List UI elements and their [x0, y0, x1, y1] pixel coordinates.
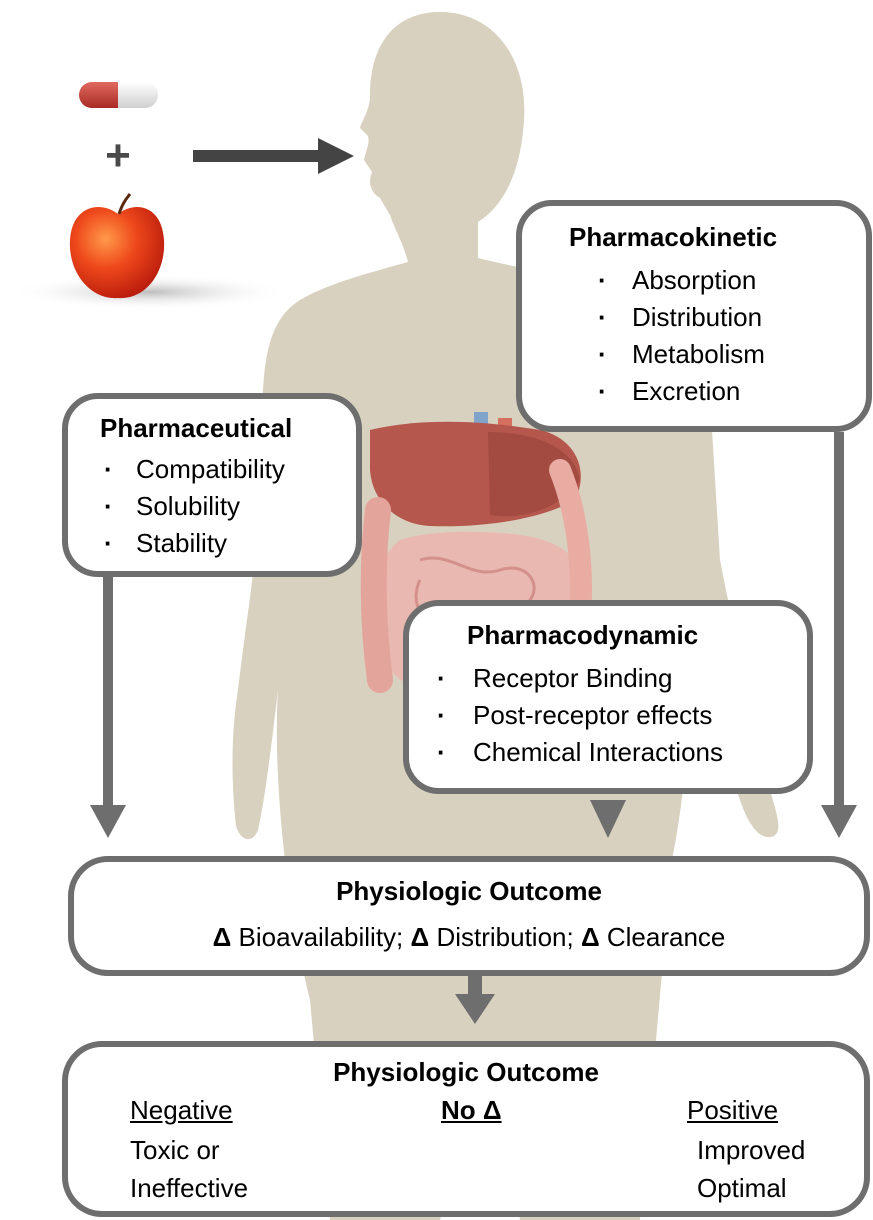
- pill-icon: [79, 82, 158, 108]
- pharmacodynamic-box: Pharmacodynamic Receptor Binding Post-re…: [403, 600, 813, 794]
- pharmacokinetic-connector: [834, 432, 844, 816]
- pharmacokinetic-arrowhead: [821, 805, 857, 838]
- negative-line: Toxic or: [130, 1131, 220, 1169]
- list-item: Chemical Interactions: [433, 734, 723, 771]
- change-clearance: Clearance: [607, 922, 726, 952]
- pharmacodynamic-list: Receptor Binding Post-receptor effects C…: [433, 660, 723, 771]
- positive-line: Optimal: [697, 1169, 787, 1207]
- pharmacokinetic-box: Pharmacokinetic Absorption Distribution …: [516, 200, 872, 432]
- final-outcome-title: Physiologic Outcome: [68, 1057, 864, 1088]
- list-item: Receptor Binding: [433, 660, 723, 697]
- input-arrow: [193, 138, 354, 174]
- list-item: Excretion: [594, 373, 765, 410]
- pharmaceutical-list: Compatibility Solubility Stability: [100, 451, 285, 562]
- list-item: Distribution: [594, 299, 765, 336]
- pharmacodynamic-title: Pharmacodynamic: [467, 620, 698, 651]
- delta-symbol: Δ: [411, 922, 430, 952]
- positive-line: Improved: [697, 1131, 805, 1169]
- change-bioavailability: Bioavailability;: [239, 922, 404, 952]
- list-item: Solubility: [100, 488, 285, 525]
- delta-symbol: Δ: [213, 922, 232, 952]
- physiologic-outcome-box: Physiologic Outcome Δ Bioavailability; Δ…: [68, 856, 870, 976]
- negative-line: Ineffective: [130, 1169, 248, 1207]
- list-item: Post-receptor effects: [433, 697, 723, 734]
- outcome-connector: [468, 976, 482, 996]
- no-change-heading: No Δ: [441, 1095, 502, 1126]
- apple-icon: [10, 194, 290, 310]
- outcome-changes: Δ Bioavailability; Δ Distribution; Δ Cle…: [74, 922, 864, 953]
- positive-heading: Positive: [687, 1095, 778, 1126]
- negative-heading: Negative: [130, 1095, 233, 1126]
- list-item: Metabolism: [594, 336, 765, 373]
- change-distribution: Distribution;: [436, 922, 573, 952]
- pharmacokinetic-title: Pharmacokinetic: [569, 222, 777, 253]
- outcome-title: Physiologic Outcome: [74, 876, 864, 907]
- pharmaceutical-title: Pharmaceutical: [100, 413, 292, 444]
- final-outcome-box: Physiologic Outcome Negative Toxic or In…: [62, 1041, 870, 1217]
- list-item: Stability: [100, 525, 285, 562]
- list-item: Compatibility: [100, 451, 285, 488]
- pharmaceutical-connector: [103, 577, 113, 817]
- pharmacokinetic-list: Absorption Distribution Metabolism Excre…: [594, 262, 765, 410]
- list-item: Absorption: [594, 262, 765, 299]
- pharmaceutical-arrowhead: [90, 805, 126, 838]
- plus-sign: +: [105, 131, 131, 180]
- pharmaceutical-box: Pharmaceutical Compatibility Solubility …: [62, 393, 362, 577]
- delta-symbol: Δ: [581, 922, 600, 952]
